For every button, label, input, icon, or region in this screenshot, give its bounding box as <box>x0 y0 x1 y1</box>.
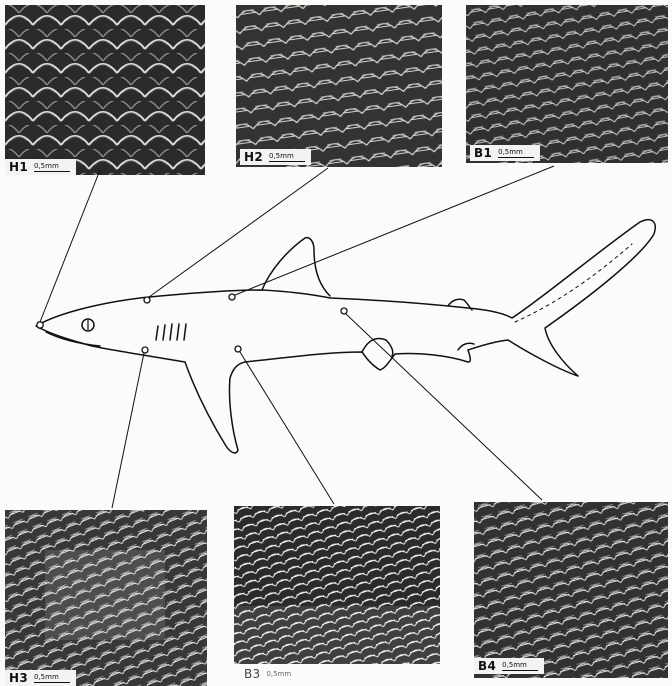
panel-label-h3: H3 0,5mm <box>5 670 76 686</box>
scale-texture-b1 <box>466 5 668 163</box>
panel-label-b4: B4 0,5mm <box>474 658 544 674</box>
micrograph-b1: B1 0,5mm <box>466 5 668 163</box>
scale-bar-label: 0,5mm <box>498 148 534 158</box>
scale-bar-label: 0,5mm <box>34 673 70 683</box>
panel-code: H2 <box>244 150 263 164</box>
scale-texture-b4 <box>474 502 668 678</box>
second-dorsal-fin <box>448 299 472 310</box>
leader-line-b4 <box>346 314 542 500</box>
dorsal-fin <box>262 238 330 296</box>
lateral-line-tail <box>515 244 632 322</box>
micrograph-h3: H3 0,5mm <box>5 510 207 686</box>
sample-point-h3 <box>142 347 148 353</box>
panel-code: B1 <box>474 146 492 160</box>
gill-slit <box>170 324 172 340</box>
panel-code: H1 <box>9 160 28 174</box>
scale-bar-label: 0,5mm <box>266 670 291 678</box>
scale-texture-h3 <box>5 510 207 686</box>
panel-label-h1: H1 0,5mm <box>5 159 76 175</box>
panel-label-h2: H2 0,5mm <box>240 149 311 165</box>
leader-line-h2 <box>149 168 328 297</box>
sample-point-b1 <box>229 294 235 300</box>
scale-texture-h2 <box>236 5 442 167</box>
gill-slit <box>156 326 158 340</box>
scale-texture-b3 <box>234 506 440 664</box>
scale-bar-label: 0,5mm <box>502 661 538 671</box>
anal-fin <box>458 343 474 350</box>
sample-point-h2 <box>144 297 150 303</box>
eye-icon <box>82 319 94 331</box>
sample-point-h1 <box>37 322 43 328</box>
panel-label-b3: B3 0,5mm <box>240 666 297 682</box>
scale-bar-label: 0,5mm <box>34 162 70 172</box>
leader-line-b3 <box>240 352 334 504</box>
micrograph-h1: H1 0,5mm <box>5 5 205 175</box>
panel-code: B4 <box>478 659 496 673</box>
scale-texture-h1 <box>5 5 205 175</box>
panel-label-b1: B1 0,5mm <box>470 145 540 161</box>
scale-bar-label: 0,5mm <box>269 152 305 162</box>
micrograph-b3 <box>234 506 440 664</box>
leader-line-h1 <box>40 170 100 322</box>
pelvic-fin <box>362 339 393 357</box>
sample-point-b3 <box>235 346 241 352</box>
mouth-line <box>46 332 100 346</box>
sample-point-b2 <box>341 308 347 314</box>
panel-code: B3 <box>244 667 260 681</box>
leader-line-h3 <box>112 353 144 508</box>
micrograph-h2: H2 0,5mm <box>236 5 442 167</box>
gill-slit <box>184 324 186 340</box>
leader-line-b1 <box>235 166 554 295</box>
micrograph-b4: B4 0,5mm <box>474 502 668 678</box>
panel-code: H3 <box>9 671 28 685</box>
gill-slit <box>163 325 165 340</box>
shark-body-outline <box>36 220 655 453</box>
gill-slit <box>177 324 179 340</box>
